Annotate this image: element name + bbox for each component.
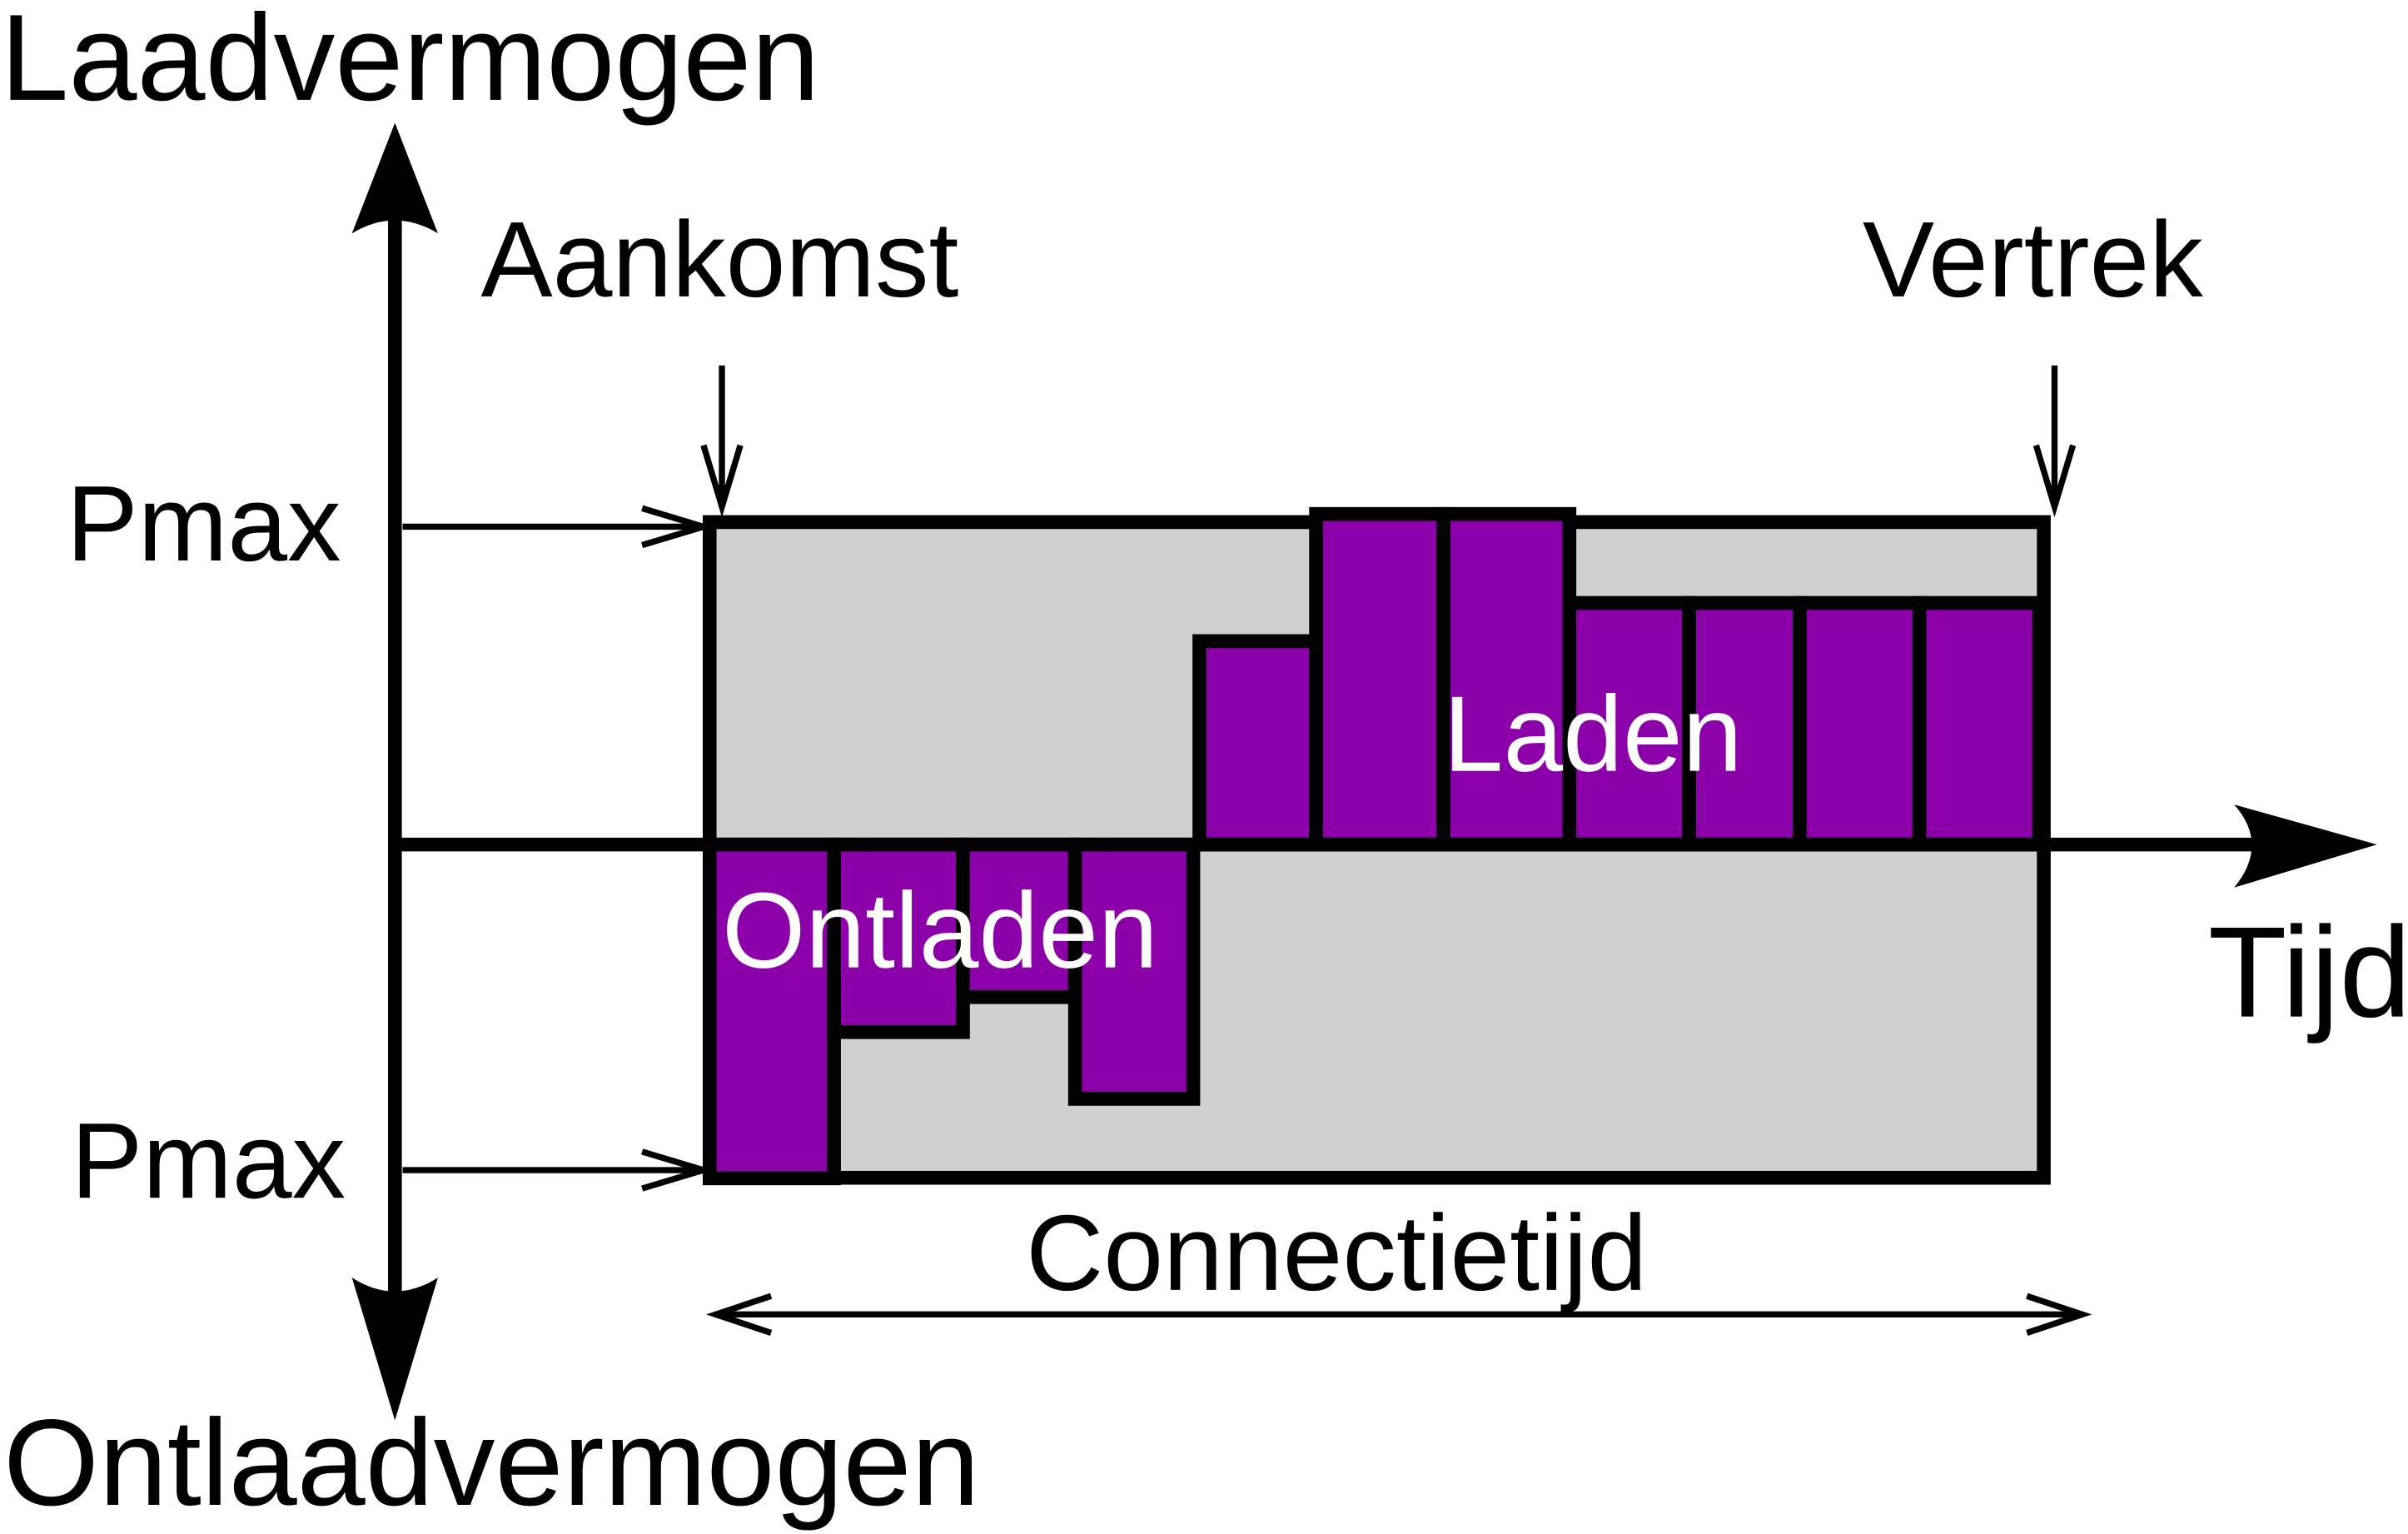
pmax-top-label: Pmax — [67, 464, 341, 584]
pmax-bottom-label: Pmax — [71, 1101, 346, 1221]
pmax-top-arrow — [402, 505, 714, 549]
y-axis-up-arrow-icon — [351, 122, 438, 234]
departure-label: Vertrek — [1863, 200, 2203, 320]
charging-bar — [1309, 506, 1450, 852]
arrival-label: Aankomst — [481, 200, 959, 320]
pmax-bottom-arrow — [402, 1148, 714, 1192]
y-axis-down-arrow-icon — [351, 1278, 438, 1421]
discharging-label: Ontladen — [722, 871, 1158, 991]
charging-bar — [1682, 595, 1807, 852]
connection-time-label: Connectietijd — [1026, 1193, 1647, 1313]
charging-bar — [1192, 634, 1323, 852]
arrival-arrow — [700, 365, 744, 518]
y-positive-label: Laadvermogen — [0, 0, 819, 127]
charging-bar — [1436, 506, 1577, 852]
charging-bar — [1793, 595, 1927, 852]
y-negative-label: Ontlaadvermogen — [3, 1394, 980, 1532]
charging-bar — [1912, 595, 2047, 852]
discharging-bar — [702, 837, 841, 1186]
x-axis-label: Tijd — [2208, 900, 2408, 1044]
departure-arrow — [2032, 365, 2077, 518]
x-axis-arrow-icon — [2234, 804, 2377, 888]
charging-label: Laden — [1444, 675, 1743, 794]
connection-time-arrow — [705, 1292, 2092, 1336]
